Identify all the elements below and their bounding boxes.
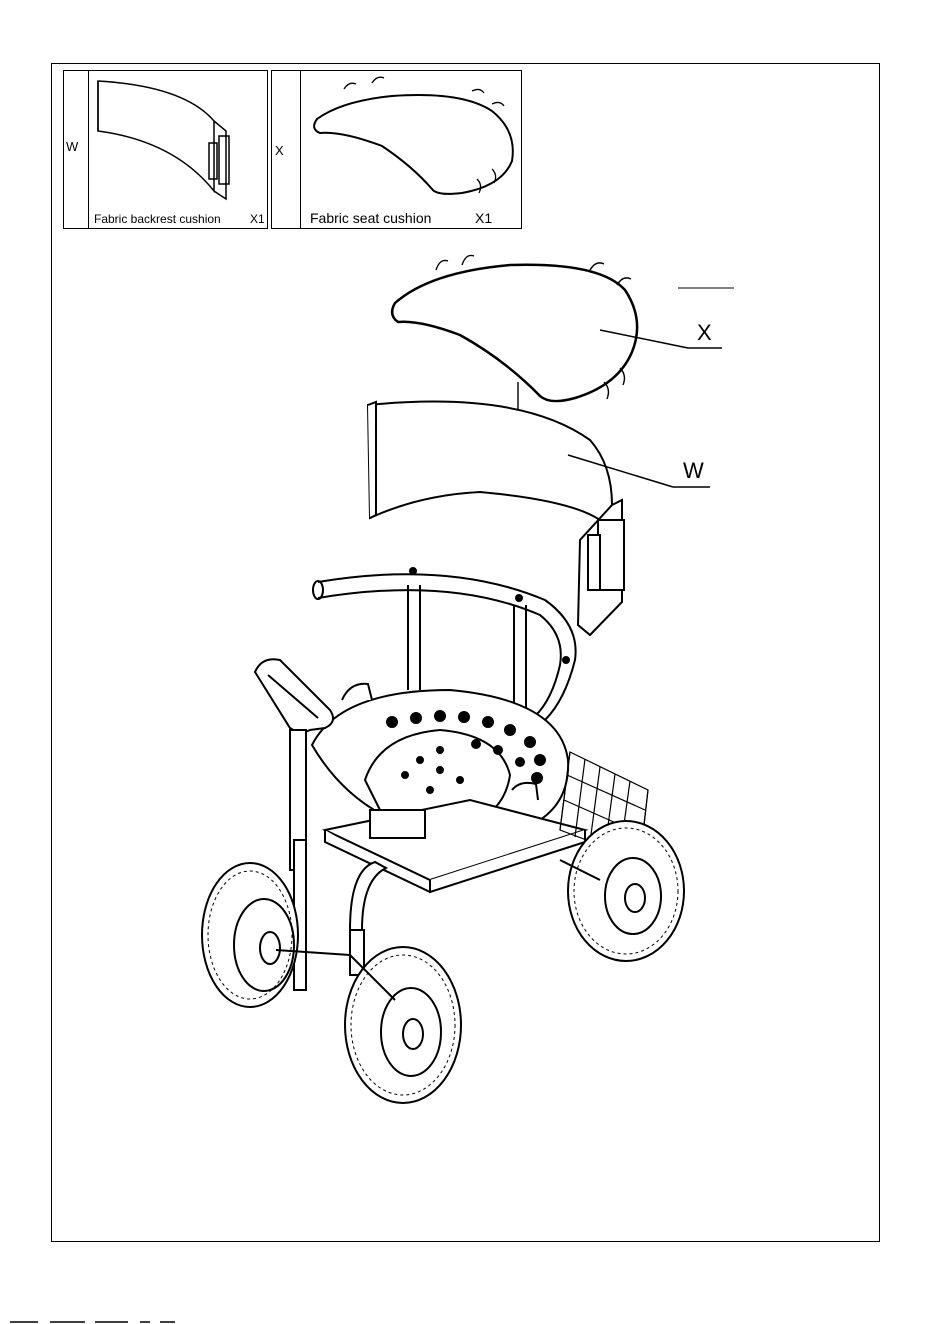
wheel-rear-left	[202, 863, 298, 1007]
wheel-front	[345, 947, 461, 1103]
callout-seat-label: X	[697, 320, 712, 346]
callout-backrest-label: W	[683, 458, 704, 484]
seat-cushion-exploded	[392, 265, 637, 401]
footer-marks	[0, 1320, 933, 1324]
wheel-rear-right	[568, 821, 684, 961]
